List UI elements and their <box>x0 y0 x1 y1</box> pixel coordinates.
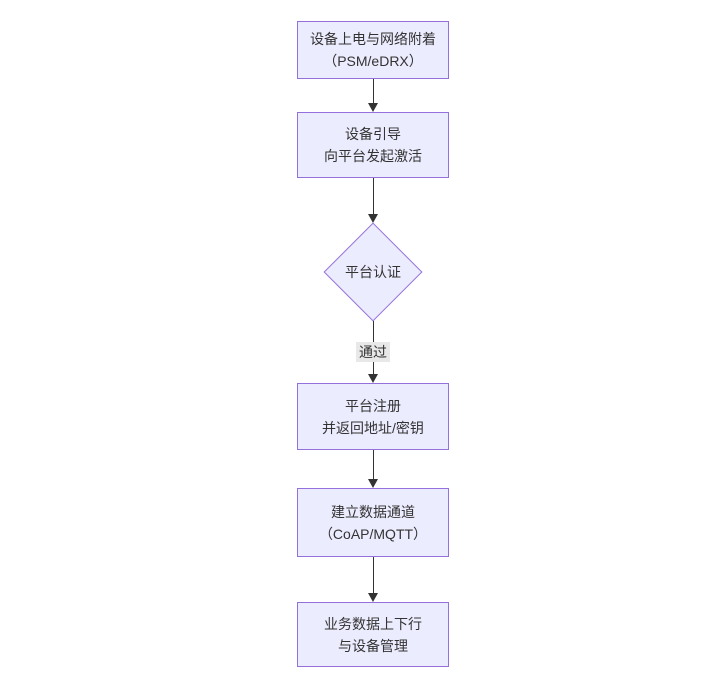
arrow-line <box>372 557 374 593</box>
arrow-line <box>372 450 374 479</box>
arrowhead-icon <box>368 479 378 488</box>
arrowhead-icon <box>368 374 378 383</box>
node-platform-register-label: 平台注册 并返回地址/密钥 <box>322 397 424 436</box>
arrow-line <box>372 79 374 103</box>
node-business-data: 业务数据上下行 与设备管理 <box>297 602 449 667</box>
node-bootstrap-activate-label: 设备引导 向平台发起激活 <box>324 126 422 164</box>
node-data-channel: 建立数据通道 （CoAP/MQTT） <box>297 488 449 557</box>
flow-arrow-2 <box>368 178 378 223</box>
node-bootstrap-activate: 设备引导 向平台发起激活 <box>297 112 449 178</box>
flow-arrow-1 <box>368 79 378 112</box>
node-data-channel-label: 建立数据通道 （CoAP/MQTT） <box>318 503 428 542</box>
flow-arrow-5 <box>368 557 378 602</box>
node-power-network-attach-label: 设备上电与网络附着 （PSM/eDRX） <box>310 31 436 69</box>
arrowhead-icon <box>368 103 378 112</box>
arrowhead-icon <box>368 214 378 223</box>
edge-label-pass: 通过 <box>356 342 390 362</box>
arrow-line <box>372 178 374 214</box>
flow-arrow-4 <box>368 450 378 488</box>
node-platform-register: 平台注册 并返回地址/密钥 <box>297 383 449 450</box>
node-power-network-attach: 设备上电与网络附着 （PSM/eDRX） <box>297 21 449 79</box>
node-business-data-label: 业务数据上下行 与设备管理 <box>324 615 422 654</box>
node-platform-auth-label: 平台认证 <box>345 264 401 280</box>
arrowhead-icon <box>368 593 378 602</box>
